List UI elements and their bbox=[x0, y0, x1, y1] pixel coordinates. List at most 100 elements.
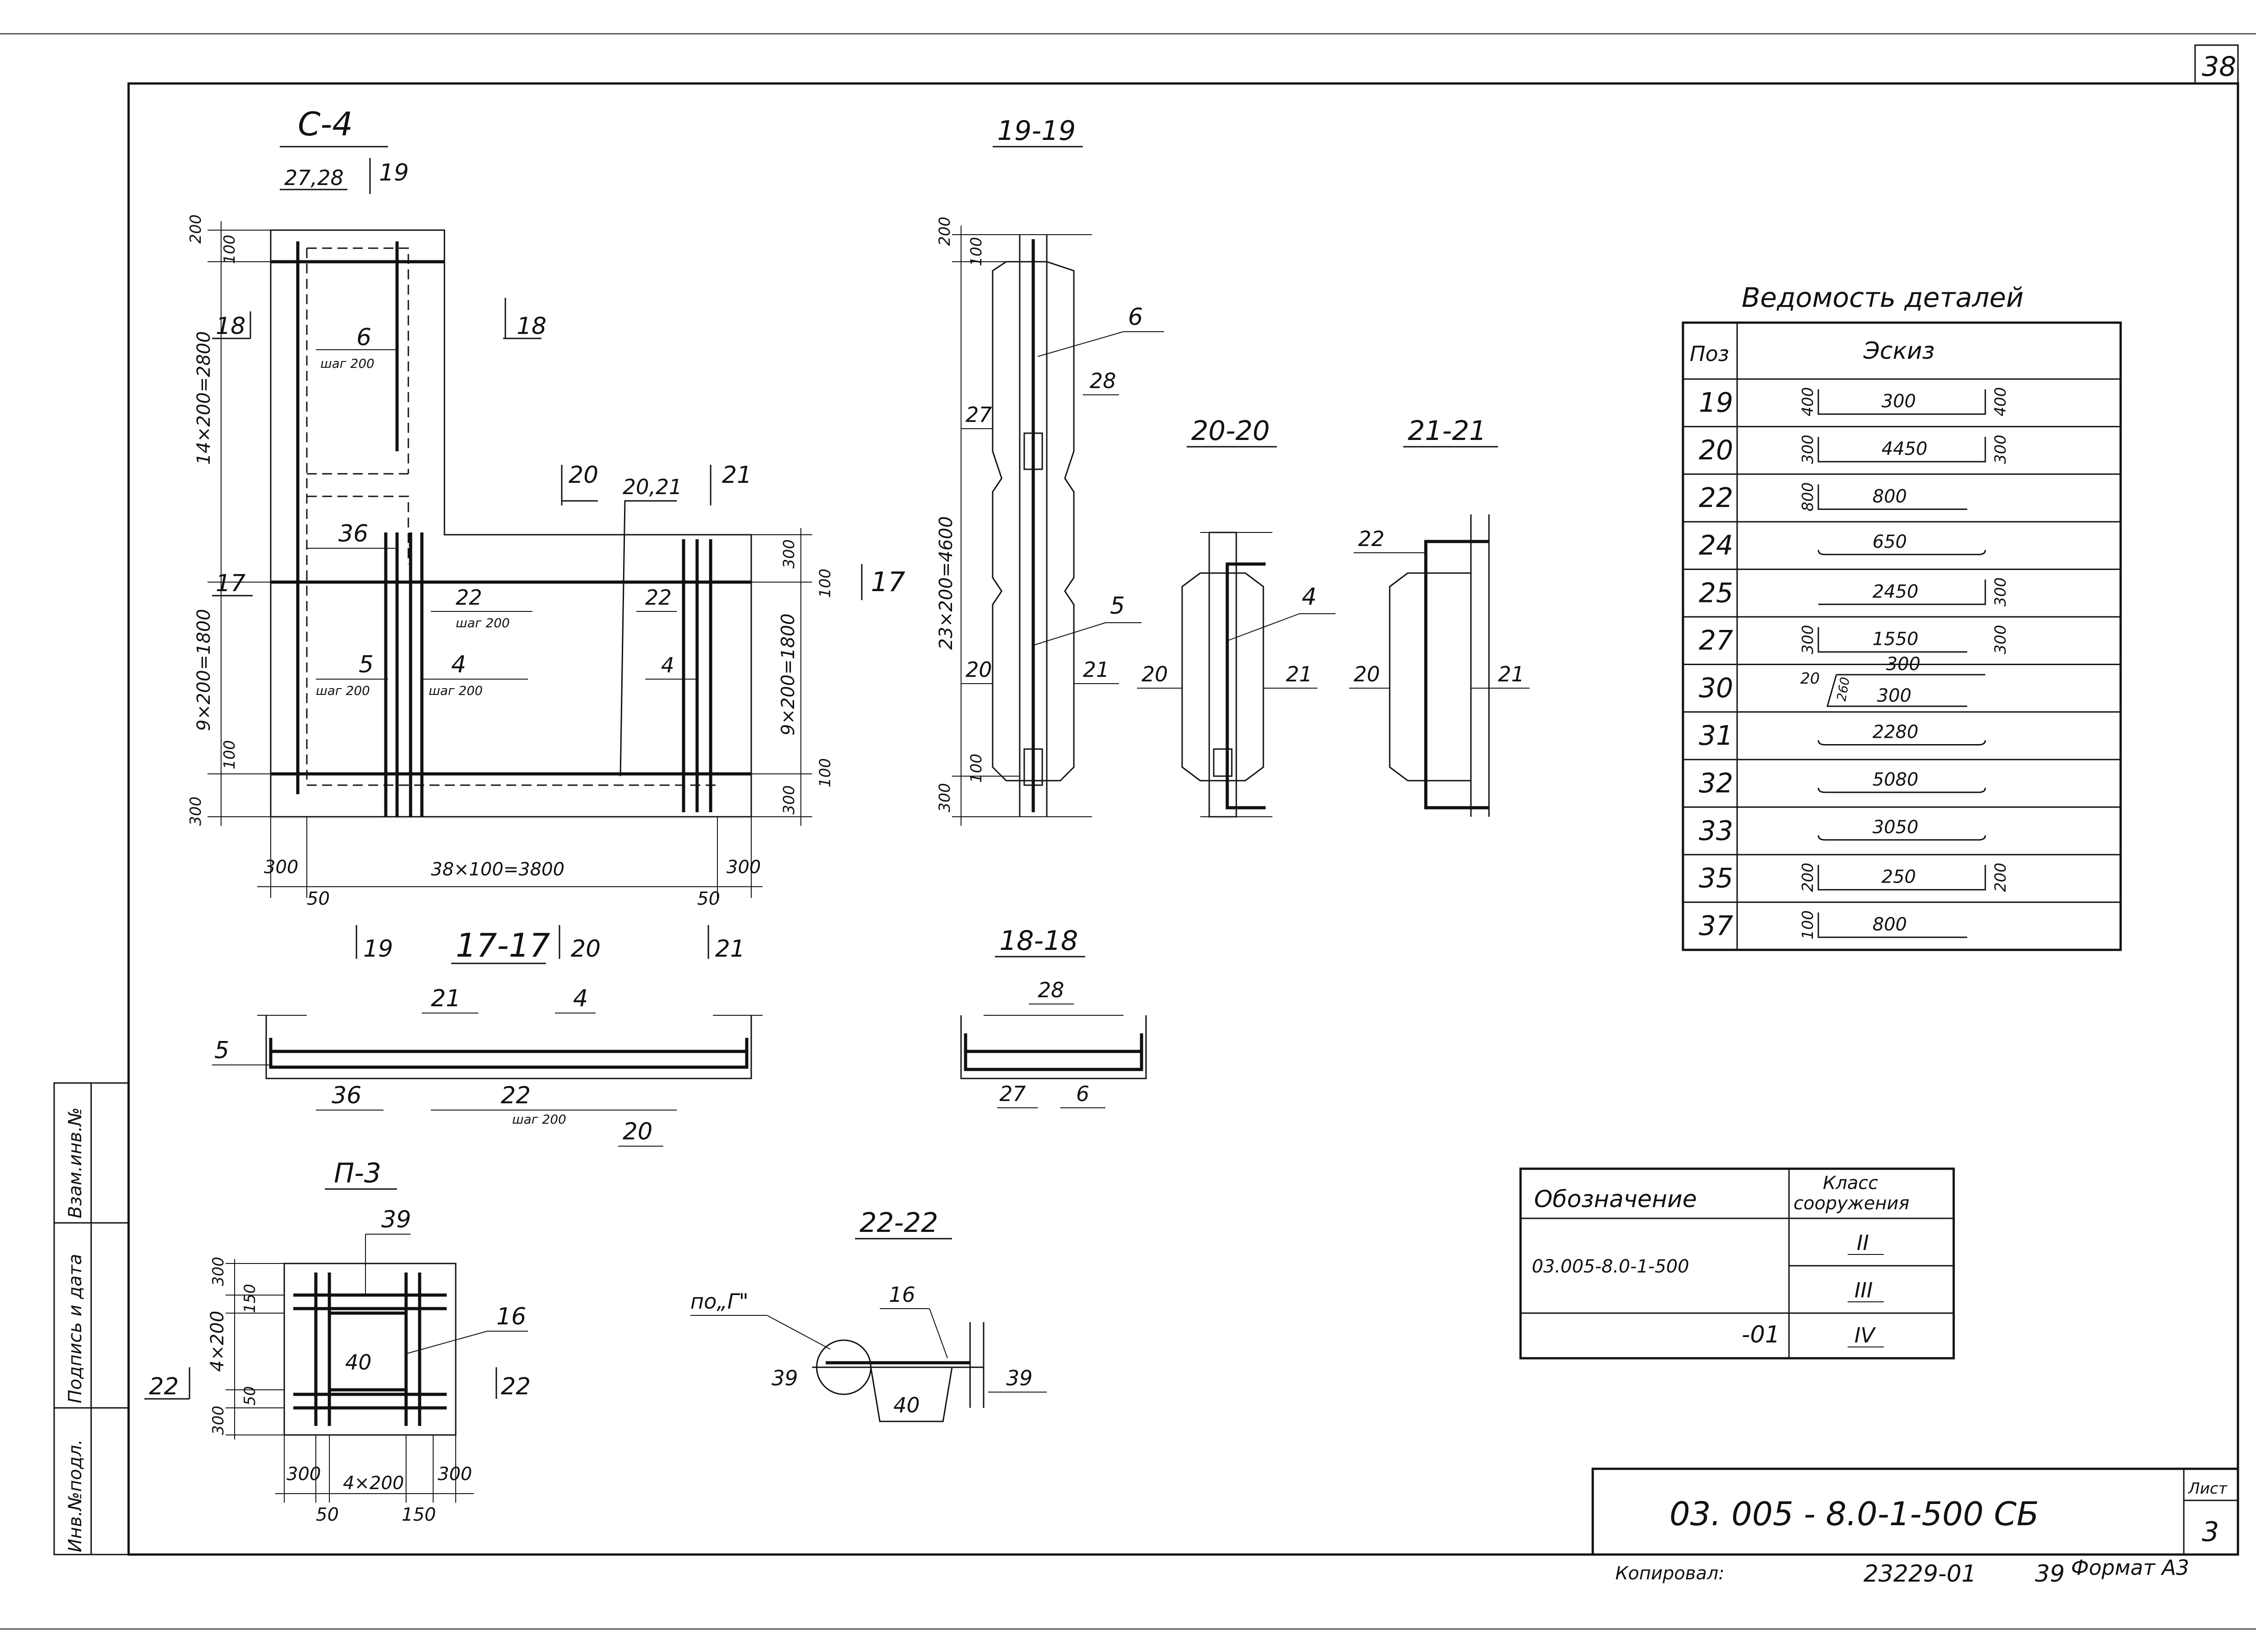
dim-2800: 14×200=2800 bbox=[194, 331, 214, 465]
sketch-straight-bar bbox=[1817, 835, 1986, 841]
designation-variant: -01 bbox=[1742, 1321, 1780, 1348]
pos-16: 16 bbox=[496, 1303, 526, 1330]
view-title-p3: П-3 bbox=[334, 1157, 381, 1189]
pos-22: 22 bbox=[456, 585, 482, 610]
hidden-line bbox=[307, 247, 409, 474]
pos-22: 22 bbox=[1358, 527, 1385, 551]
pos-21: 21 bbox=[1286, 662, 1313, 686]
pos-5: 5 bbox=[214, 1037, 229, 1064]
dim-50-right: 50 bbox=[697, 888, 720, 909]
pos-6: 6 bbox=[1076, 1082, 1089, 1106]
sketch-dim-left: 400 bbox=[1799, 387, 1817, 416]
dim-100: 100 bbox=[967, 754, 985, 783]
sheet-number-box bbox=[2194, 44, 2239, 84]
leader-line bbox=[929, 1308, 948, 1359]
label-shag: шаг 200 bbox=[456, 615, 510, 630]
side-stamp: Инв.№подл. Подпись и дата Взам.инв.№ bbox=[53, 1082, 129, 1555]
cut-label-22-right: 22 bbox=[501, 1373, 531, 1400]
pos-22-right: 22 bbox=[645, 585, 672, 610]
dim-300: 300 bbox=[187, 796, 205, 826]
pos-28: 28 bbox=[1038, 978, 1064, 1002]
rebar-section bbox=[1225, 562, 1266, 810]
sketch-u-bar bbox=[1817, 389, 1986, 415]
dim-4x200: 4×200 bbox=[343, 1473, 404, 1494]
pos-28: 28 bbox=[1090, 369, 1116, 393]
dim-300: 300 bbox=[936, 783, 954, 812]
sketch-dim-right: 300 bbox=[1992, 625, 2010, 654]
dim-100: 100 bbox=[816, 569, 834, 598]
dim-300: 300 bbox=[209, 1257, 227, 1286]
sketch-dim-bottom: 300 bbox=[1877, 685, 1911, 706]
dim-50: 50 bbox=[241, 1386, 259, 1406]
section-19-19: 19-19 200 100 23×200=4600 100 300 6 28 2… bbox=[936, 115, 1164, 826]
sketch-dim-left: 200 bbox=[1799, 863, 1817, 892]
section-18-18: 18-18 28 27 6 bbox=[960, 925, 1147, 1108]
pos-27: 27 bbox=[966, 403, 992, 427]
sketch-dim-mid: 1550 bbox=[1872, 629, 1919, 650]
leader-line bbox=[767, 1315, 831, 1350]
view-title-20-20: 20-20 bbox=[1191, 415, 1270, 447]
row-pos: 30 bbox=[1699, 672, 1733, 704]
label-shag: шаг 200 bbox=[429, 683, 483, 698]
class-iv: IV bbox=[1854, 1323, 1877, 1347]
cut-label-19: 19 bbox=[379, 159, 409, 186]
header-class-line2: сооружения bbox=[1794, 1193, 1909, 1214]
dim-100: 100 bbox=[816, 758, 834, 787]
dim-50-left: 50 bbox=[307, 888, 330, 909]
row-pos: 31 bbox=[1699, 720, 1733, 752]
pos-4: 4 bbox=[573, 985, 588, 1012]
sketch-dim-top: 300 bbox=[1886, 654, 1920, 675]
cut-label-18-right: 18 bbox=[517, 313, 546, 340]
sketch-z-bar bbox=[1826, 674, 1967, 707]
sketch-dim-mid: 250 bbox=[1882, 867, 1916, 888]
label-shag: шаг 200 bbox=[316, 683, 370, 698]
cut-label-20: 20 bbox=[569, 462, 598, 489]
sketch-dim-right: 200 bbox=[1992, 863, 2010, 892]
pos-6: 6 bbox=[1128, 304, 1143, 331]
cut-label-19-bottom: 19 bbox=[363, 935, 393, 963]
dim-3800: 38×100=3800 bbox=[431, 859, 564, 880]
dimension-bracket bbox=[870, 1367, 953, 1422]
dim-1800: 9×200=1800 bbox=[194, 609, 214, 731]
pos-22: 22 bbox=[501, 1082, 531, 1109]
dim-4600: 23×200=4600 bbox=[936, 516, 957, 650]
sketch-dim-diag: 260 bbox=[1834, 676, 1853, 702]
footer-copied: Копировал: bbox=[1615, 1563, 1724, 1584]
pos-4-right: 4 bbox=[661, 653, 674, 677]
pos-39-left: 39 bbox=[772, 1366, 798, 1390]
sketch-dim-right: 400 bbox=[1992, 387, 2010, 416]
sketch-straight-bar bbox=[1817, 550, 1986, 555]
section-21-21: 21-21 22 20 21 bbox=[1349, 415, 1530, 817]
stamp-inv-podl: Инв.№подл. bbox=[65, 1439, 86, 1552]
sketch-dim-mid: 650 bbox=[1872, 532, 1907, 552]
header-class: Класс bbox=[1823, 1173, 1878, 1194]
dim-1800: 9×200=1800 bbox=[778, 613, 799, 736]
footer-format: Формат А3 bbox=[2071, 1555, 2189, 1580]
view-title-c4: С-4 bbox=[298, 105, 353, 143]
row-pos: 25 bbox=[1699, 577, 1733, 609]
label-27-28: 27,28 bbox=[284, 166, 344, 190]
dim-50: 50 bbox=[316, 1504, 339, 1525]
pos-5: 5 bbox=[1110, 592, 1125, 620]
pos-20: 20 bbox=[1142, 662, 1168, 686]
pos-36: 36 bbox=[332, 1082, 361, 1109]
pos-21: 21 bbox=[1498, 662, 1525, 686]
pos-5: 5 bbox=[359, 651, 374, 678]
sketch-dim-right: 300 bbox=[1992, 577, 2010, 606]
row-pos: 19 bbox=[1699, 387, 1733, 419]
sketch-l-bar bbox=[1817, 484, 1967, 510]
pos-21: 21 bbox=[431, 985, 461, 1012]
section-17-17: 17-17 5 21 4 36 22 шаг 200 20 bbox=[212, 926, 763, 1147]
dim-300-left: 300 bbox=[287, 1464, 321, 1485]
sketch-dim-mid: 2450 bbox=[1872, 581, 1919, 602]
rebar-section bbox=[1424, 540, 1489, 810]
pos-39: 39 bbox=[381, 1206, 411, 1233]
dim-300: 300 bbox=[780, 539, 798, 569]
sheet-frame: 38 bbox=[0, 33, 2256, 1629]
sketch-dim-left: 100 bbox=[1799, 910, 1817, 939]
header-pos: Поз bbox=[1690, 342, 1729, 366]
header-designation: Обозначение bbox=[1534, 1186, 1697, 1213]
dim-100: 100 bbox=[221, 235, 239, 264]
